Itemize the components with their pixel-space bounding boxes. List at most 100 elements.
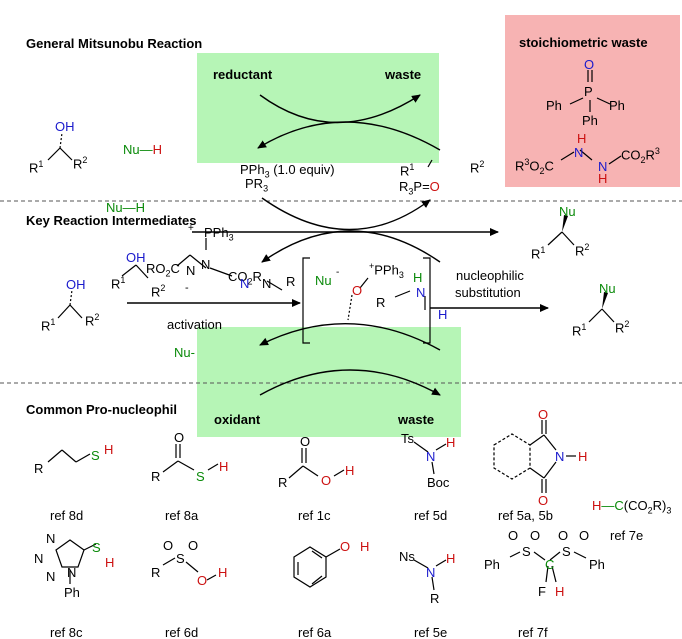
tetrazole-n-ph: N xyxy=(67,565,77,580)
hydrazine-co2r3: CO2R3 xyxy=(621,146,660,165)
oh-top: OH xyxy=(55,119,75,134)
phth-n: N xyxy=(555,449,565,464)
r2-mid: R2 xyxy=(85,312,100,329)
sulfonic-acid-structure xyxy=(162,557,217,581)
betaine-plus: + xyxy=(188,223,194,234)
betaine-co2r: CO2R xyxy=(228,269,262,287)
alcohol-mid xyxy=(57,289,83,319)
r1-mid: R1 xyxy=(41,317,56,334)
sulfonic-o-left: O xyxy=(163,538,174,553)
ref-thioacid: ref 8a xyxy=(165,508,199,523)
oxide-r3po: R3P=O xyxy=(399,179,440,197)
n-label: N xyxy=(262,276,272,291)
hydrazine-n1: N xyxy=(574,145,584,160)
alkoxy-o: O xyxy=(352,283,363,298)
oxidant-label: oxidant xyxy=(214,412,261,427)
reductant-box xyxy=(197,53,439,163)
thioacid-structure xyxy=(162,444,219,473)
tppo-ph-bottom: Ph xyxy=(582,113,598,128)
reductant-arc-arrow xyxy=(259,94,421,124)
alkoxy-pph3: +PPh3 xyxy=(369,261,404,280)
thiol-structure xyxy=(47,449,91,463)
product-nu-top: Nu xyxy=(559,204,576,219)
bis-o3: O xyxy=(558,528,569,543)
sulfonic-h: H xyxy=(218,565,228,580)
waste-top-label: waste xyxy=(385,67,422,82)
bis-o4: O xyxy=(579,528,590,543)
hydrazide-h-bottom: H xyxy=(438,307,448,322)
alcohol-top xyxy=(47,132,73,161)
hydrazine-h-top: H xyxy=(577,131,587,146)
tppo-p: P xyxy=(584,84,593,99)
tetrazole-n-bottom: N xyxy=(46,569,56,584)
tetrazole-n-left: N xyxy=(34,551,44,566)
ref-phthalimide: ref 5a, 5b xyxy=(498,508,553,523)
n2-label: N xyxy=(240,276,250,291)
betaine-n1: N xyxy=(186,263,196,278)
oh-adduct: OH xyxy=(126,250,146,265)
tetrazole-thiol-structure xyxy=(55,539,97,584)
malonate: H—C(CO2R)3 xyxy=(592,498,672,516)
ref-malonate: ref 7e xyxy=(610,528,644,543)
nu-h-top: Nu—H xyxy=(123,142,163,157)
phthalimide-structure xyxy=(493,420,576,493)
betaine-minus: - xyxy=(185,282,189,294)
phenol-h: H xyxy=(360,539,370,554)
sulfonic-r: R xyxy=(151,565,161,580)
product-r1-top: R1 xyxy=(531,245,546,262)
tsboc-n: N xyxy=(426,449,436,464)
betaine-pph3: PPh3 xyxy=(204,225,234,243)
hydrazine-h-bottom: H xyxy=(598,171,608,186)
r1-top: R1 xyxy=(29,159,44,176)
tetrazole-ph: Ph xyxy=(64,585,80,600)
oxide-bond xyxy=(427,159,433,168)
product-r2-bottom: R2 xyxy=(615,319,630,336)
substitution-label: substitution xyxy=(455,285,521,300)
oh-mid: OH xyxy=(66,277,86,292)
ref-sulfonic: ref 6d xyxy=(165,625,199,639)
phenol-structure xyxy=(293,546,341,588)
bis-ph-right: Ph xyxy=(589,557,605,572)
waste-bottom-label: waste xyxy=(398,412,435,427)
ref-bissulfonyl: ref 7f xyxy=(518,625,548,639)
reductant-label: reductant xyxy=(213,67,273,82)
ns-n: N xyxy=(426,565,436,580)
sulfonic-o-h: O xyxy=(197,573,208,588)
bis-sulfonyl-structure xyxy=(509,551,587,583)
bis-s-left: S xyxy=(522,544,531,559)
product-nu-bottom: Nu xyxy=(599,281,616,296)
ref-tsboc: ref 5d xyxy=(414,508,448,523)
ts-label: Ts xyxy=(401,431,414,446)
product-bottom xyxy=(588,292,615,323)
r2-top: R2 xyxy=(73,155,88,172)
mid-arc-down xyxy=(261,197,431,231)
ref-ns: ref 5e xyxy=(414,625,448,639)
acid-o: O xyxy=(321,473,332,488)
phenol-o: O xyxy=(340,539,351,554)
bis-s-right: S xyxy=(562,544,571,559)
ref-thiol: ref 8d xyxy=(50,508,84,523)
hydrazide-r: R xyxy=(376,295,386,310)
thiol-s: S xyxy=(91,448,100,463)
ref-phenol: ref 6a xyxy=(298,625,332,639)
thioacid-o: O xyxy=(174,430,185,445)
header-pronucleophiles: Common Pro-nucleophil xyxy=(26,402,177,417)
nu-minus-bracket: Nu xyxy=(315,273,332,288)
oxidant-return-arrow xyxy=(259,323,441,351)
header-general-mitsunobu: General Mitsunobu Reaction xyxy=(26,36,203,51)
bis-o1: O xyxy=(508,528,519,543)
tppo-ph-right: Ph xyxy=(609,98,625,113)
nu-minus-lower: Nu- xyxy=(174,345,195,360)
product-r2-top: R2 xyxy=(575,242,590,259)
boc-label: Boc xyxy=(427,475,450,490)
tetrazole-s: S xyxy=(92,540,101,555)
acid-h: H xyxy=(345,463,355,478)
ns-amide-structure xyxy=(413,559,447,591)
reagent-pph3: PPh3 (1.0 equiv) xyxy=(240,162,335,180)
acid-o-double: O xyxy=(300,434,311,449)
phth-h: H xyxy=(578,449,588,464)
nu-h-mid: Nu—H xyxy=(106,200,146,215)
product-r1-bottom: R1 xyxy=(572,322,587,339)
